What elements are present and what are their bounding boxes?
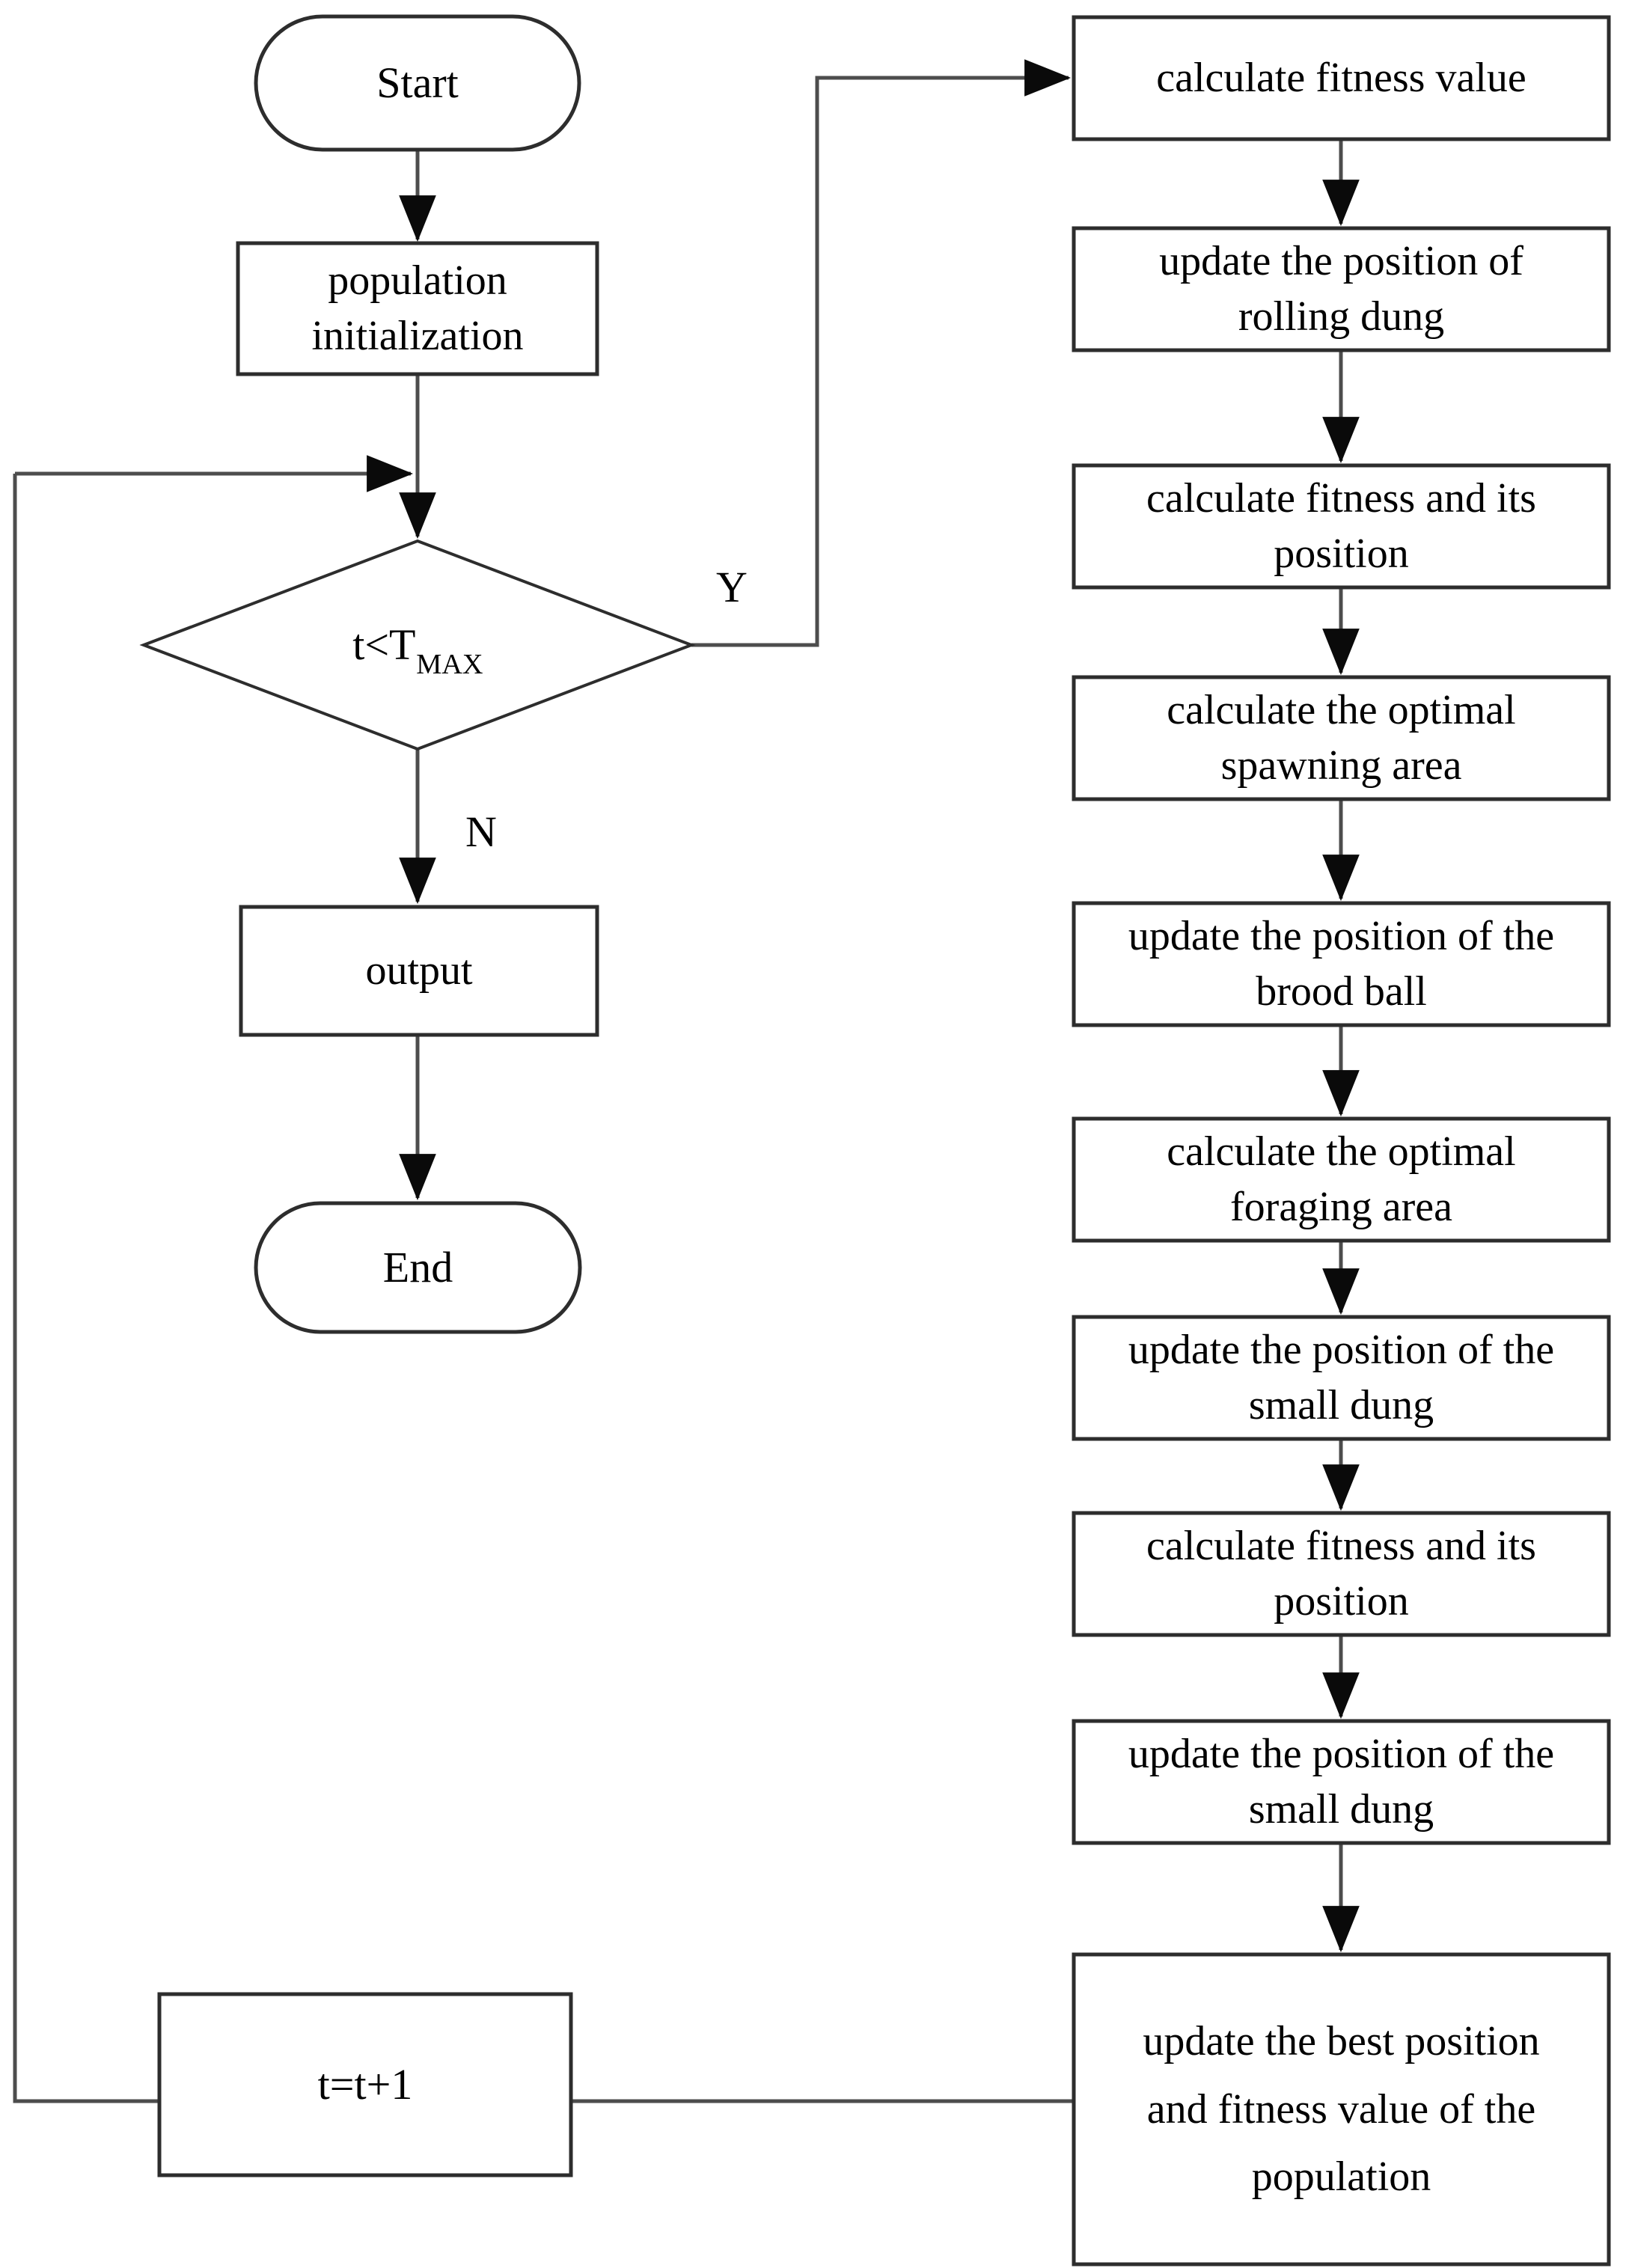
process-box-1-shape bbox=[1072, 15, 1611, 141]
population-init-node-shape bbox=[236, 241, 599, 376]
connector-increment-loop-back bbox=[13, 474, 159, 2103]
process-box-2-shape bbox=[1072, 226, 1611, 352]
connector-decision-yes-branch bbox=[691, 59, 1072, 647]
process-box-5-shape bbox=[1072, 901, 1611, 1027]
process-box-4-shape bbox=[1072, 675, 1611, 801]
end-node-shape bbox=[254, 1201, 582, 1334]
start-node-shape bbox=[254, 14, 581, 152]
process-box-9-shape bbox=[1072, 1719, 1611, 1845]
process-box-3-shape bbox=[1072, 463, 1611, 590]
process-box-6-shape bbox=[1072, 1116, 1611, 1243]
output-node-shape bbox=[239, 905, 599, 1037]
decision-diamond-shape bbox=[139, 539, 696, 751]
increment-node-shape bbox=[157, 1992, 573, 2177]
process-box-7-shape bbox=[1072, 1315, 1611, 1441]
process-box-8-shape bbox=[1072, 1511, 1611, 1637]
process-box-10-shape bbox=[1072, 1952, 1611, 2267]
